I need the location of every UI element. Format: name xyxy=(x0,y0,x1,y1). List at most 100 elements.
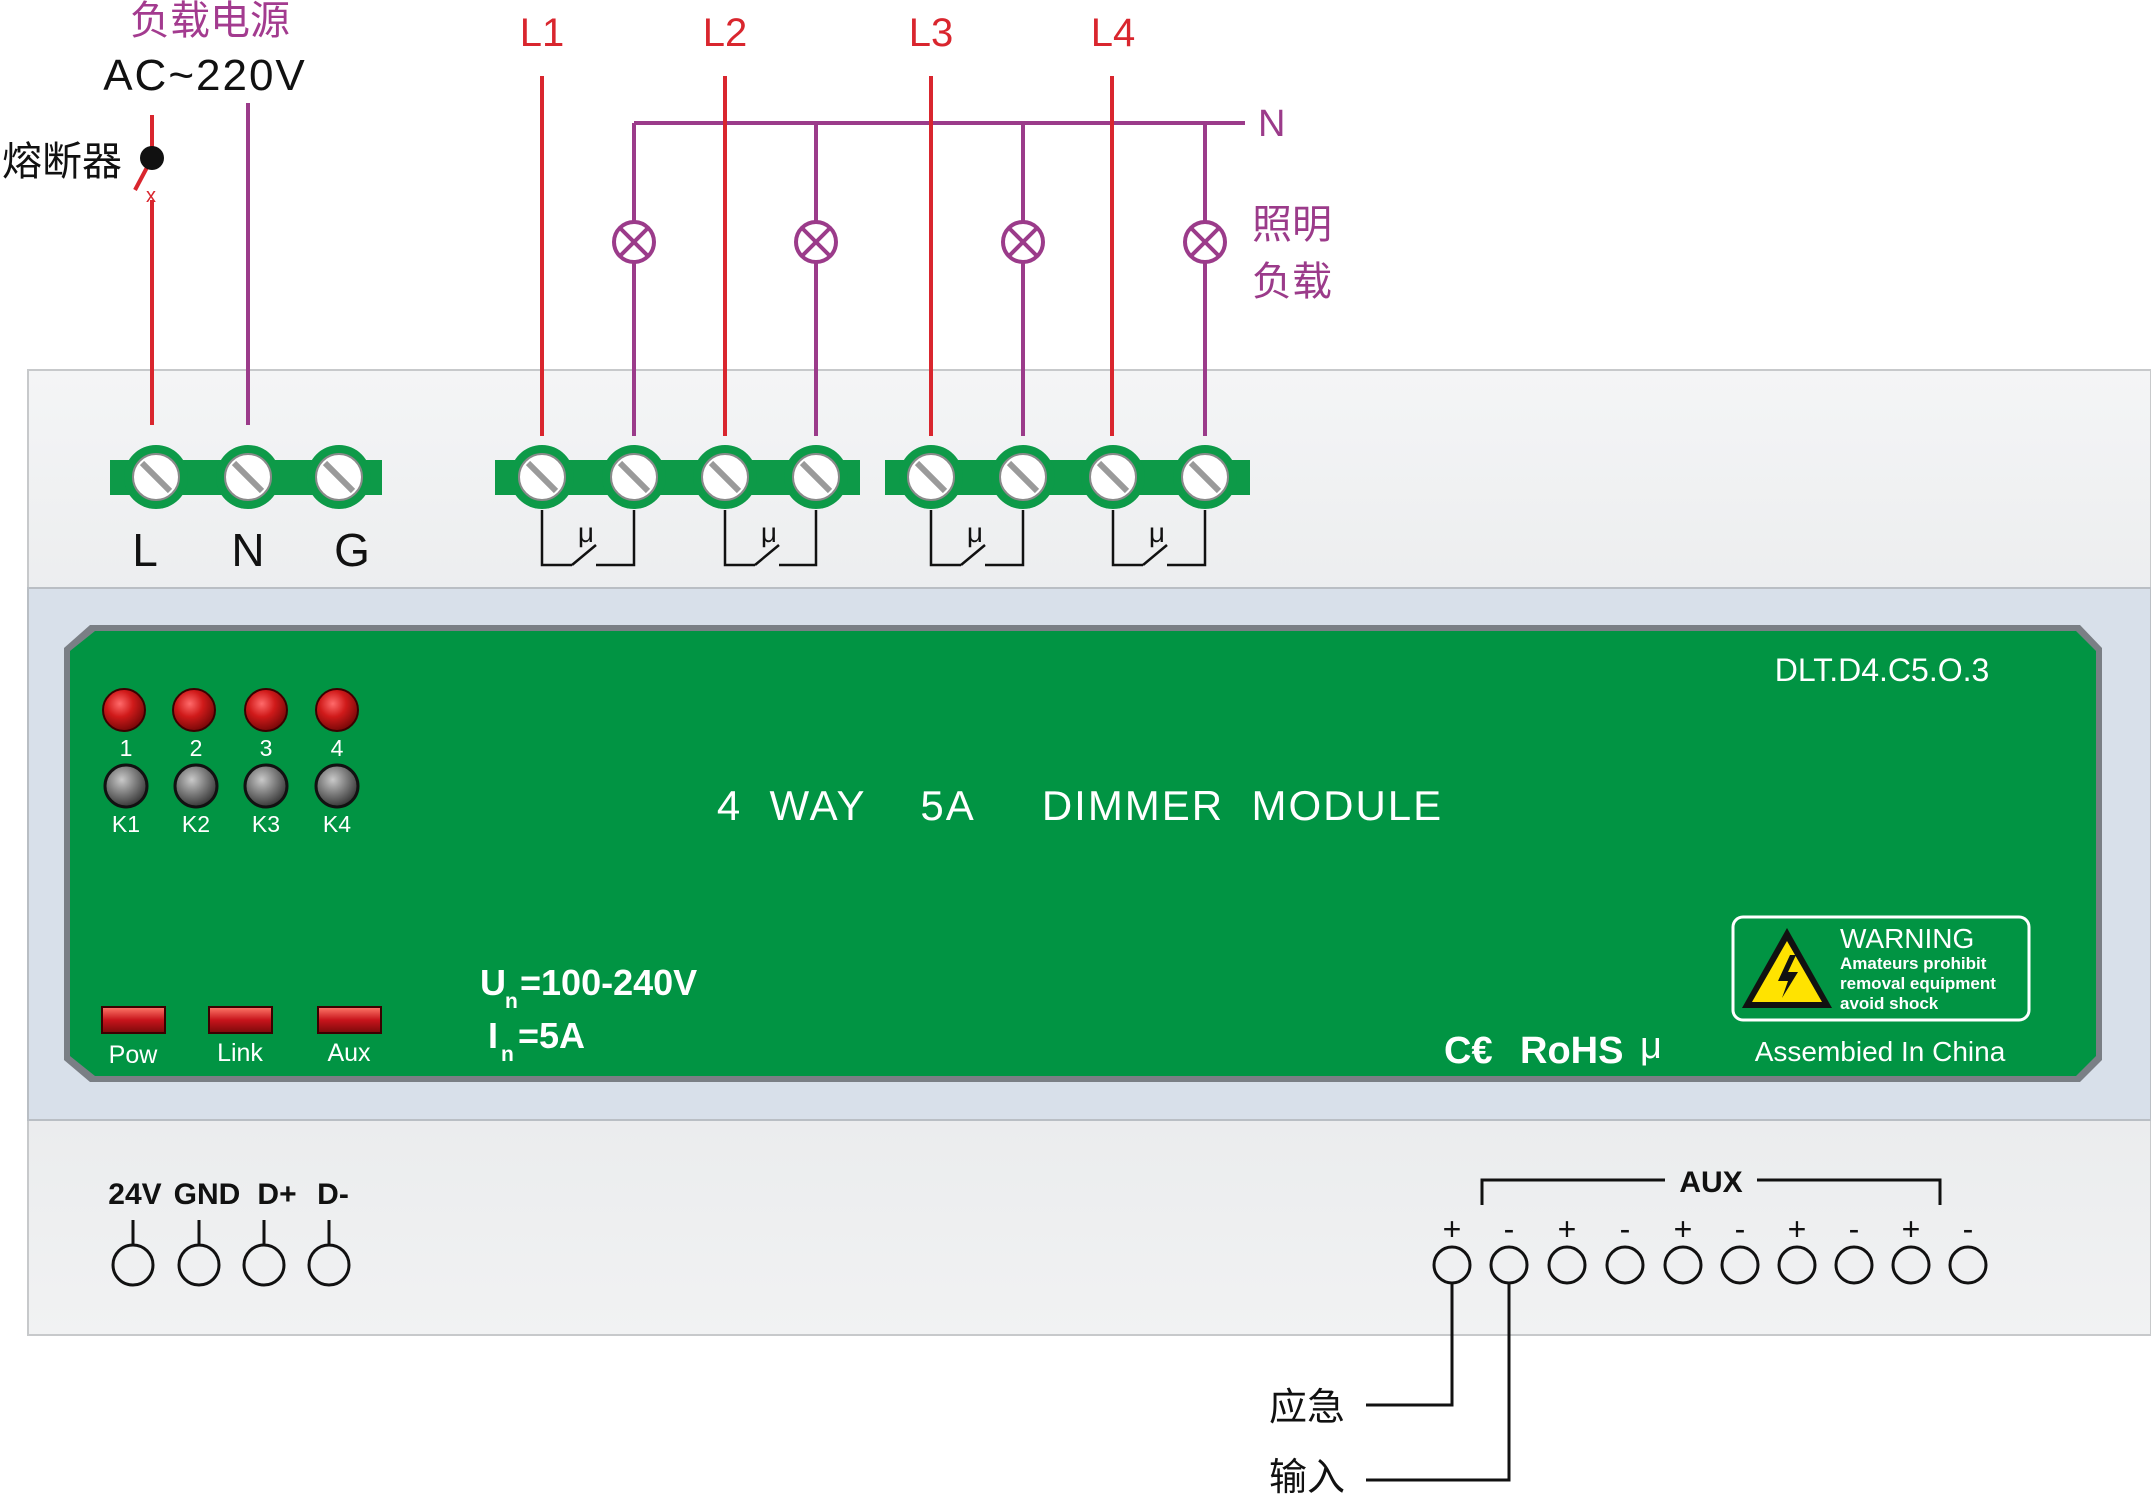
terminal-label-n: N xyxy=(231,524,264,576)
lamp-3-icon xyxy=(1001,220,1045,264)
un-value: =100-240V xyxy=(520,962,697,1003)
fuse-mark: x xyxy=(146,185,156,207)
assembled-label: Assembied In China xyxy=(1755,1036,2006,1067)
aux-polarity: - xyxy=(1504,1211,1515,1247)
status-led-pow xyxy=(101,1006,166,1034)
un-symbol: U xyxy=(480,962,506,1003)
high-voltage-warning-icon xyxy=(1742,928,1832,1008)
warning-label: WARNING Amateurs prohibit removal equipm… xyxy=(1731,915,2031,1022)
channel-led-4 xyxy=(315,688,359,732)
lamp-2-icon xyxy=(794,220,838,264)
terminal-screw-icon xyxy=(784,445,848,509)
lamp-label-line2: 负载 xyxy=(1252,260,1332,304)
power-voltage: AC~220V xyxy=(103,51,307,100)
bus-terminal-icons xyxy=(111,1220,351,1287)
terminal-screw-icon xyxy=(216,445,280,509)
power-label-cn: 负载电源 xyxy=(130,0,290,43)
terminal-label-g: G xyxy=(334,524,370,576)
terminal-screw-icon xyxy=(124,445,188,509)
status-led-aux xyxy=(317,1006,382,1034)
aux-terminal-icons xyxy=(1432,1245,1988,1285)
relay-contact-icons xyxy=(540,510,1207,567)
channel-led-label: 3 xyxy=(260,735,273,761)
channel-led-3 xyxy=(244,688,288,732)
relay-symbol: μ xyxy=(578,517,594,548)
status-led-label: Link xyxy=(217,1039,263,1067)
aux-polarity: + xyxy=(1674,1211,1693,1247)
terminal-screw-icon xyxy=(602,445,666,509)
relay-symbol: μ xyxy=(1149,517,1165,548)
module-title: 4 WAY 5A DIMMER MODULE xyxy=(717,782,1443,829)
status-led-label: Pow xyxy=(109,1041,159,1069)
aux-polarity: - xyxy=(1963,1211,1974,1247)
voltage-rating: U n =100-240V xyxy=(480,962,697,1013)
key-button-k2[interactable] xyxy=(173,763,219,809)
aux-bracket xyxy=(1480,1178,1942,1205)
power-wiring xyxy=(133,103,250,425)
key-button-k4[interactable] xyxy=(314,763,360,809)
key-label: K3 xyxy=(252,811,280,837)
in-value: =5A xyxy=(518,1015,585,1056)
lamp-1-icon xyxy=(612,220,656,264)
output-terminal-block-2 xyxy=(885,445,1250,509)
terminal-screw-icon xyxy=(1173,445,1237,509)
warning-text-line3: avoid shock xyxy=(1840,994,1939,1013)
aux-polarity: + xyxy=(1902,1211,1921,1247)
aux-label: AUX xyxy=(1679,1166,1742,1199)
line-label-l3: L3 xyxy=(909,11,954,55)
aux-polarity: + xyxy=(1443,1211,1462,1247)
fuse-dot-icon xyxy=(140,146,164,170)
emergency-input-leads xyxy=(1366,1283,1511,1482)
terminal-screw-icon xyxy=(899,445,963,509)
lamp-4-icon xyxy=(1183,220,1227,264)
channel-led-1 xyxy=(102,688,146,732)
terminal-screw-icon xyxy=(991,445,1055,509)
key-label: K4 xyxy=(323,811,351,837)
channel-led-label: 2 xyxy=(190,735,203,761)
output-terminal-block-1 xyxy=(495,445,860,509)
aux-polarity: - xyxy=(1849,1211,1860,1247)
key-label: K1 xyxy=(112,811,140,837)
warning-text-line2: removal equipment xyxy=(1840,974,1996,993)
channel-led-label: 4 xyxy=(331,735,344,761)
terminal-screw-icon xyxy=(693,445,757,509)
bus-label-dplus: D+ xyxy=(257,1178,296,1211)
bus-label-24v: 24V xyxy=(108,1178,161,1211)
terminal-label-l: L xyxy=(132,524,158,576)
line-label-l4: L4 xyxy=(1091,11,1136,55)
warning-title: WARNING xyxy=(1840,923,1974,954)
key-button-k1[interactable] xyxy=(103,763,149,809)
ce-mark: C€ xyxy=(1444,1030,1493,1072)
power-terminal-block xyxy=(110,445,382,509)
mu-mark: μ xyxy=(1640,1025,1662,1067)
aux-polarity: - xyxy=(1735,1211,1746,1247)
neutral-label: N xyxy=(1258,103,1285,145)
key-button-k3[interactable] xyxy=(243,763,289,809)
in-subscript: n xyxy=(501,1043,514,1066)
current-rating: I n =5A xyxy=(488,1015,585,1066)
aux-polarity: + xyxy=(1558,1211,1577,1247)
relay-symbol: μ xyxy=(761,517,777,548)
rohs-mark: RoHS xyxy=(1520,1030,1623,1072)
status-led-label: Aux xyxy=(327,1039,371,1067)
terminal-screw-icon xyxy=(1081,445,1145,509)
relay-symbol: μ xyxy=(967,517,983,548)
aux-polarity: + xyxy=(1788,1211,1807,1247)
status-led-link xyxy=(208,1006,273,1034)
bus-label-dminus: D- xyxy=(317,1178,349,1211)
channel-led-label: 1 xyxy=(120,735,133,761)
un-subscript: n xyxy=(505,990,518,1013)
fuse-label: 熔断器 xyxy=(2,140,122,184)
emergency-label: 应急 xyxy=(1269,1387,1345,1429)
terminal-screw-icon xyxy=(307,445,371,509)
load-wiring xyxy=(540,76,1245,436)
lamp-label-line1: 照明 xyxy=(1252,203,1332,247)
input-label: 输入 xyxy=(1269,1457,1345,1494)
front-panel xyxy=(64,625,2102,1082)
warning-text-line1: Amateurs prohibit xyxy=(1840,954,1987,973)
in-symbol: I xyxy=(488,1015,498,1056)
bus-label-gnd: GND xyxy=(174,1178,241,1211)
line-label-l2: L2 xyxy=(703,11,748,55)
